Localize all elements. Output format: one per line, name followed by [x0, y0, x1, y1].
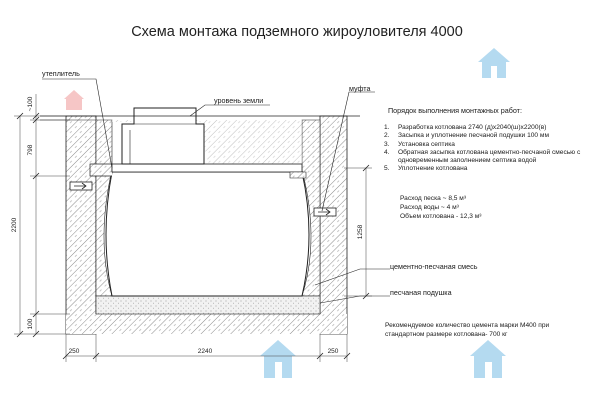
list-item: 3.Установка септика: [384, 140, 455, 148]
dim-250-right: 250: [328, 348, 339, 355]
dim-250-left: 250: [69, 348, 80, 355]
cement-recommendation: Рекомендуемое количество цемента марки М…: [385, 322, 550, 338]
cement-sand-label: цементно-песчаная смесь: [390, 262, 478, 271]
outlet-arrow: [318, 208, 331, 216]
dimension-lines: [14, 94, 372, 362]
list-item: 5.Уплотнение котлована: [384, 165, 468, 173]
house-logo-icon: [260, 340, 296, 378]
tank-body: [105, 171, 310, 297]
tank-shoulder-right: [289, 171, 307, 179]
soil-right-wall: [319, 115, 348, 335]
quantity-volume: Объем котлована - 12,3 м³: [400, 213, 482, 220]
inlet-arrow: [74, 182, 87, 190]
dim-2240: 2240: [198, 348, 213, 355]
diagram-title: Схема монтажа подземного жироуловителя 4…: [131, 24, 463, 40]
tank-shoulder-left: [89, 163, 113, 177]
tank-top-deck: [111, 163, 303, 173]
dim-2200: 2200: [11, 217, 18, 232]
dim-798: 798: [27, 144, 34, 155]
soil-left-wall: [65, 115, 97, 335]
dim-100-bottom: 100: [27, 318, 34, 329]
dimension-ticks: [16, 112, 370, 360]
ground-level-label: уровень земли: [214, 96, 264, 105]
ground-level-leader: [189, 104, 270, 117]
coupling-leader: [321, 91, 375, 212]
quantities-block: Расход песка ~ 8,5 м³ Расход воды ~ 4 м³…: [400, 194, 481, 221]
dim-1258: 1258: [357, 224, 364, 239]
cement-sand-leader: [314, 268, 390, 286]
procedure-list: 1.Разработка котлована 2740 (д)х2040(ш)х…: [384, 124, 584, 174]
insulation-label: утеплитель: [42, 69, 80, 78]
sand-cushion: [95, 295, 321, 315]
house-logo-icon: [470, 340, 506, 378]
dim-100-top: ~100: [27, 96, 34, 111]
procedure-heading: Порядок выполнения монтажных работ:: [388, 106, 522, 115]
quantity-water: Расход воды ~ 4 м³: [400, 204, 459, 211]
list-item: 1.Разработка котлована 2740 (д)х2040(ш)х…: [384, 124, 547, 131]
coupling-label: муфта: [349, 84, 371, 93]
backfill-top: [112, 120, 302, 170]
quantity-sand: Расход песка ~ 8,5 м³: [400, 195, 467, 202]
insulation-leader: [42, 78, 113, 169]
list-item: 4.Обратная засыпка котлована цементно-пе…: [384, 148, 581, 165]
house-logo-icon: [478, 48, 510, 78]
soil-bottom: [66, 314, 347, 334]
sand-cushion-label: песчаная подушка: [390, 288, 452, 297]
house-logo-icon: [64, 90, 84, 110]
list-item: 2.Засыпка и уплотнение песчаной подушки …: [384, 132, 549, 140]
